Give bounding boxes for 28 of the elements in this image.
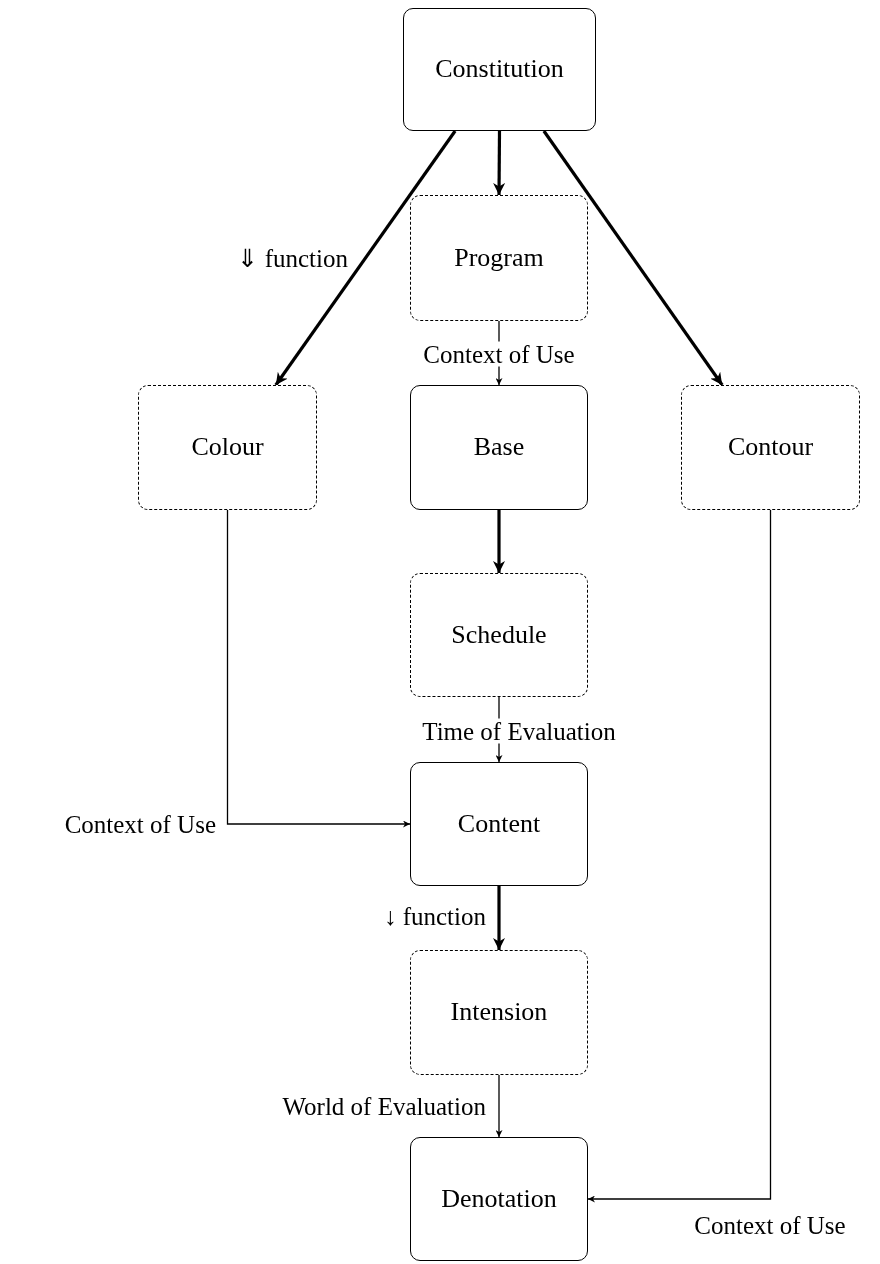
process-box [138, 385, 317, 510]
node-label: Intension [450, 996, 548, 1029]
arrow [587, 509, 772, 1203]
node-label: Base [473, 431, 525, 464]
process-box [410, 385, 588, 510]
arrow [226, 509, 411, 828]
arrow [274, 130, 457, 386]
arrow [493, 510, 505, 573]
node-label: Constitution [435, 53, 564, 86]
node-label: Contour [727, 431, 814, 464]
process-box [410, 762, 588, 886]
process-box [410, 1137, 588, 1261]
node-label: Content [457, 807, 541, 840]
edge-label: Time of Evaluation [420, 718, 618, 744]
process-box [410, 573, 588, 697]
process-box [410, 195, 588, 321]
node-label: Colour [191, 431, 264, 464]
arrow [493, 131, 506, 195]
arrow [542, 130, 724, 386]
edge-label: Context of Use [421, 341, 577, 367]
node-label: Denotation [441, 1182, 557, 1215]
process-box [410, 950, 588, 1075]
process-box [403, 8, 596, 131]
arrow [495, 1074, 503, 1138]
process-box [681, 385, 860, 510]
node-label: Program [454, 241, 544, 274]
arrow [493, 886, 505, 950]
node-label: Schedule [451, 618, 547, 651]
